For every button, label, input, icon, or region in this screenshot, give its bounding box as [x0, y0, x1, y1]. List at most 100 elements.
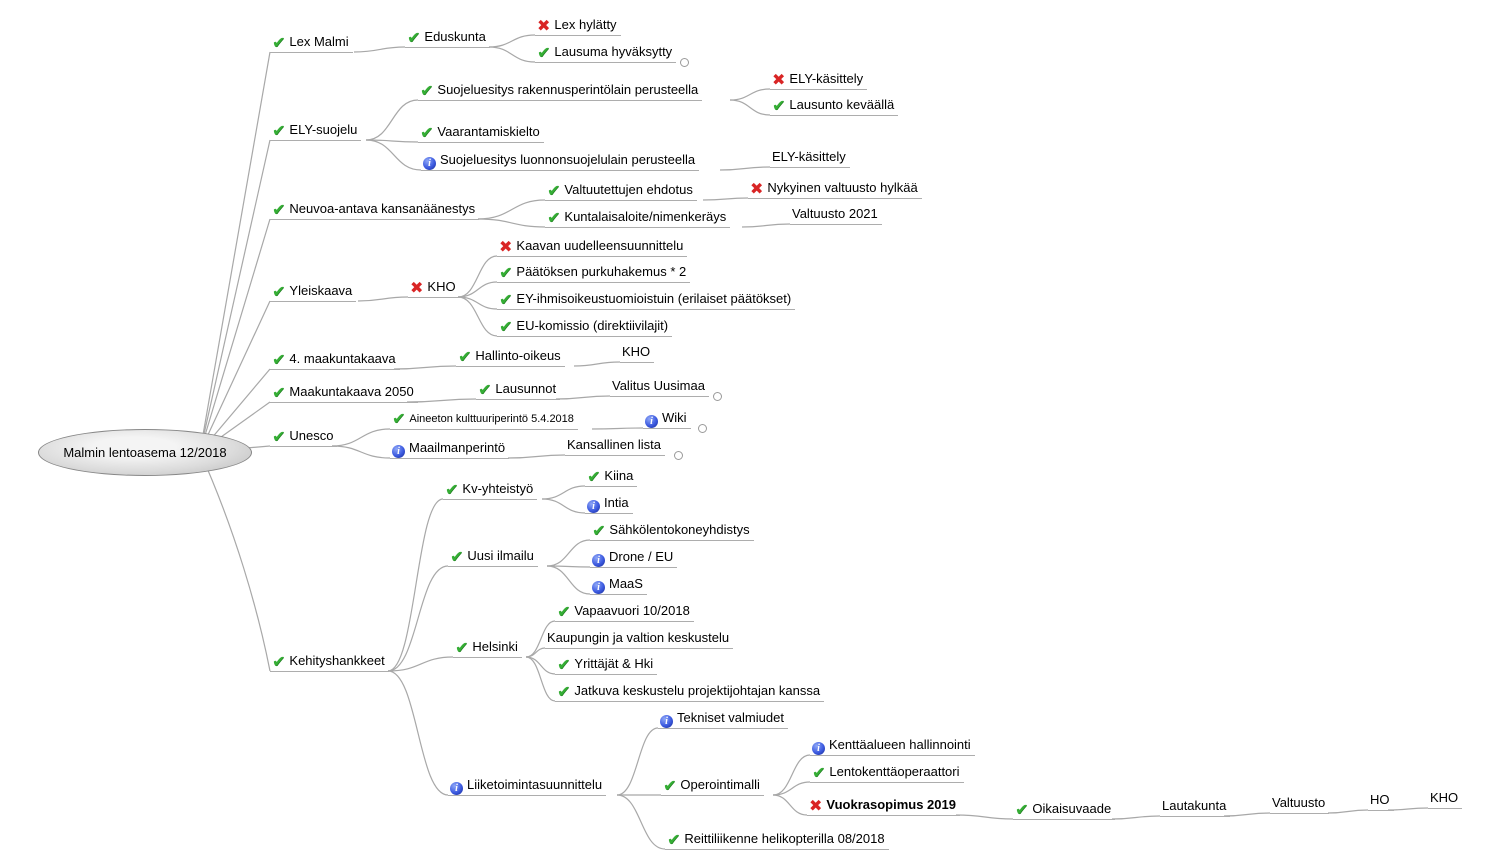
node-uusi-ilmailu[interactable]: ✔Uusi ilmailu: [448, 548, 538, 567]
edge: [199, 300, 271, 453]
node-suojeluesitys-rakennus[interactable]: ✔Suojeluesitys rakennusperintölain perus…: [418, 82, 703, 101]
node-yrittajat-hki[interactable]: ✔Yrittäjät & Hki: [555, 656, 658, 675]
check-icon: ✔: [1015, 800, 1029, 819]
info-icon: i: [660, 715, 673, 728]
node-kho-3[interactable]: KHO: [1428, 790, 1463, 809]
node-kv-yhteistyo[interactable]: ✔Kv-yhteistyö: [443, 481, 538, 500]
node-aineeton-kulttuuriperinto[interactable]: ✔Aineeton kulttuuriperintö 5.4.2018: [390, 411, 578, 430]
edge: [591, 427, 644, 430]
node-lentokenttaoperaattori[interactable]: ✔Lentokenttäoperaattori: [810, 764, 964, 783]
edge: [772, 794, 808, 816]
edge: [387, 670, 449, 796]
check-icon: ✔: [272, 383, 286, 402]
node-lautakunta[interactable]: Lautakunta: [1160, 798, 1231, 817]
node-eduskunta[interactable]: ✔Eduskunta: [405, 29, 490, 48]
check-icon: ✔: [272, 282, 286, 301]
node-lex-hylatty[interactable]: ✖Lex hylätty: [535, 17, 621, 36]
edge: [719, 166, 771, 171]
node-nykyinen-valtuusto[interactable]: ✖Nykyinen valtuusto hylkää: [748, 180, 922, 199]
node-valitus-uusimaa[interactable]: Valitus Uusimaa: [610, 378, 709, 397]
node-label: Kenttäalueen hallinnointi: [829, 737, 971, 752]
node-kho-1[interactable]: ✖KHO: [408, 279, 460, 298]
fold-handle[interactable]: [680, 58, 689, 67]
node-label: Eduskunta: [424, 29, 486, 44]
fold-handle[interactable]: [698, 424, 707, 433]
node-label: Reittiliikenne helikopterilla 08/2018: [684, 831, 885, 846]
edge: [331, 428, 391, 447]
node-lausunnot[interactable]: ✔Lausunnot: [476, 380, 561, 400]
node-lausunto-kevaalla[interactable]: ✔Lausunto keväällä: [770, 96, 899, 116]
node-kho-2[interactable]: KHO: [620, 344, 655, 363]
node-vuokrasopimus-2019[interactable]: ✖Vuokrasopimus 2019: [807, 797, 960, 816]
node-vapaavuori[interactable]: ✔Vapaavuori 10/2018: [555, 603, 694, 622]
node-label: Sähkölentokoneyhdistys: [609, 522, 750, 537]
node-lausuma-hyvaksytty[interactable]: ✔Lausuma hyväksytty: [535, 44, 677, 63]
check-icon: ✔: [478, 380, 492, 399]
node-kiina[interactable]: ✔Kiina: [585, 468, 638, 487]
node-kehityshankkeet[interactable]: ✔Kehityshankkeet: [270, 653, 389, 672]
edge: [457, 296, 498, 337]
node-neuvoa-antava[interactable]: ✔Neuvoa-antava kansanäänestys: [270, 201, 480, 220]
node-maakuntakaava-4[interactable]: ✔4. maakuntakaava: [270, 351, 400, 370]
edge: [199, 218, 271, 453]
node-kaavan-uudelleensuunnittelu[interactable]: ✖Kaavan uudelleensuunnittelu: [497, 238, 688, 257]
edge: [387, 498, 444, 672]
check-icon: ✔: [499, 263, 513, 282]
node-ely-kasittely-2[interactable]: ELY-käsittely: [770, 149, 850, 168]
node-kuntalaisaloite[interactable]: ✔Kuntalaisaloite/nimenkeräys: [545, 209, 731, 228]
check-icon: ✔: [499, 290, 513, 309]
node-valtuusto[interactable]: Valtuusto: [1270, 795, 1330, 814]
node-label: Lausunnot: [495, 381, 557, 396]
check-icon: ✔: [772, 96, 786, 115]
node-lex-malmi[interactable]: ✔Lex Malmi: [270, 34, 353, 53]
info-icon: i: [812, 742, 825, 755]
node-sahkolentokoneyhdistys[interactable]: ✔Sähkölentokoneyhdistys: [590, 522, 754, 541]
node-ho[interactable]: HO: [1368, 792, 1394, 811]
node-label: Lentokenttäoperaattori: [829, 764, 960, 779]
check-icon: ✔: [547, 181, 561, 200]
node-label: Vapaavuori 10/2018: [574, 603, 690, 618]
node-operointimalli[interactable]: ✔Operointimalli: [661, 777, 764, 796]
fold-handle[interactable]: [713, 392, 722, 401]
node-helsinki[interactable]: ✔Helsinki: [453, 639, 522, 658]
node-hallinto-oikeus[interactable]: ✔Hallinto-oikeus: [456, 348, 565, 367]
root-node[interactable]: Malmin lentoasema 12/2018: [38, 429, 252, 476]
node-oikaisuvaade[interactable]: ✔Oikaisuvaade: [1013, 800, 1116, 820]
node-kenttaalueen-hallinnointi[interactable]: i Kenttäalueen hallinnointi: [810, 737, 975, 756]
node-reittiliikenne[interactable]: ✔Reittiliikenne helikopterilla 08/2018: [665, 831, 889, 850]
node-valtuutettujen-ehdotus[interactable]: ✔Valtuutettujen ehdotus: [545, 182, 697, 201]
check-icon: ✔: [499, 317, 513, 336]
node-kansallinen-lista[interactable]: Kansallinen lista: [565, 437, 665, 456]
check-icon: ✔: [663, 776, 677, 795]
node-unesco[interactable]: ✔Unesco: [270, 428, 338, 447]
node-yleiskaava[interactable]: ✔Yleiskaava: [270, 282, 357, 302]
node-valtuusto-2021[interactable]: Valtuusto 2021: [790, 206, 882, 225]
edge: [741, 223, 791, 228]
node-ey-ihmisoikeus[interactable]: ✔EY-ihmisoikeustuomioistuin (erilaiset p…: [497, 290, 796, 310]
edge: [1327, 809, 1369, 814]
node-kaupungin-ja-valtion[interactable]: Kaupungin ja valtion keskustelu: [545, 630, 734, 649]
root-label: Malmin lentoasema 12/2018: [63, 445, 227, 460]
node-jatkuva-keskustelu[interactable]: ✔Jatkuva keskustelu projektijohtajan kan…: [555, 683, 825, 702]
node-ely-suojelu[interactable]: ✔ELY-suojelu: [270, 122, 362, 141]
node-paatoksen-purkuhakemus[interactable]: ✔Päätöksen purkuhakemus * 2: [497, 263, 691, 283]
node-maakuntakaava-2050[interactable]: ✔Maakuntakaava 2050: [270, 384, 418, 403]
node-vaarantamiskielto[interactable]: ✔Vaarantamiskielto: [418, 124, 544, 143]
node-label: 4. maakuntakaava: [289, 351, 396, 366]
node-ely-kasittely-1[interactable]: ✖ELY-käsittely: [770, 71, 868, 90]
edge: [729, 88, 771, 101]
node-eu-komissio[interactable]: ✔EU-komissio (direktiivilajit): [497, 317, 673, 337]
check-icon: ✔: [455, 638, 469, 657]
fold-handle[interactable]: [674, 451, 683, 460]
node-label: Intia: [604, 495, 629, 510]
edge: [1223, 812, 1271, 817]
